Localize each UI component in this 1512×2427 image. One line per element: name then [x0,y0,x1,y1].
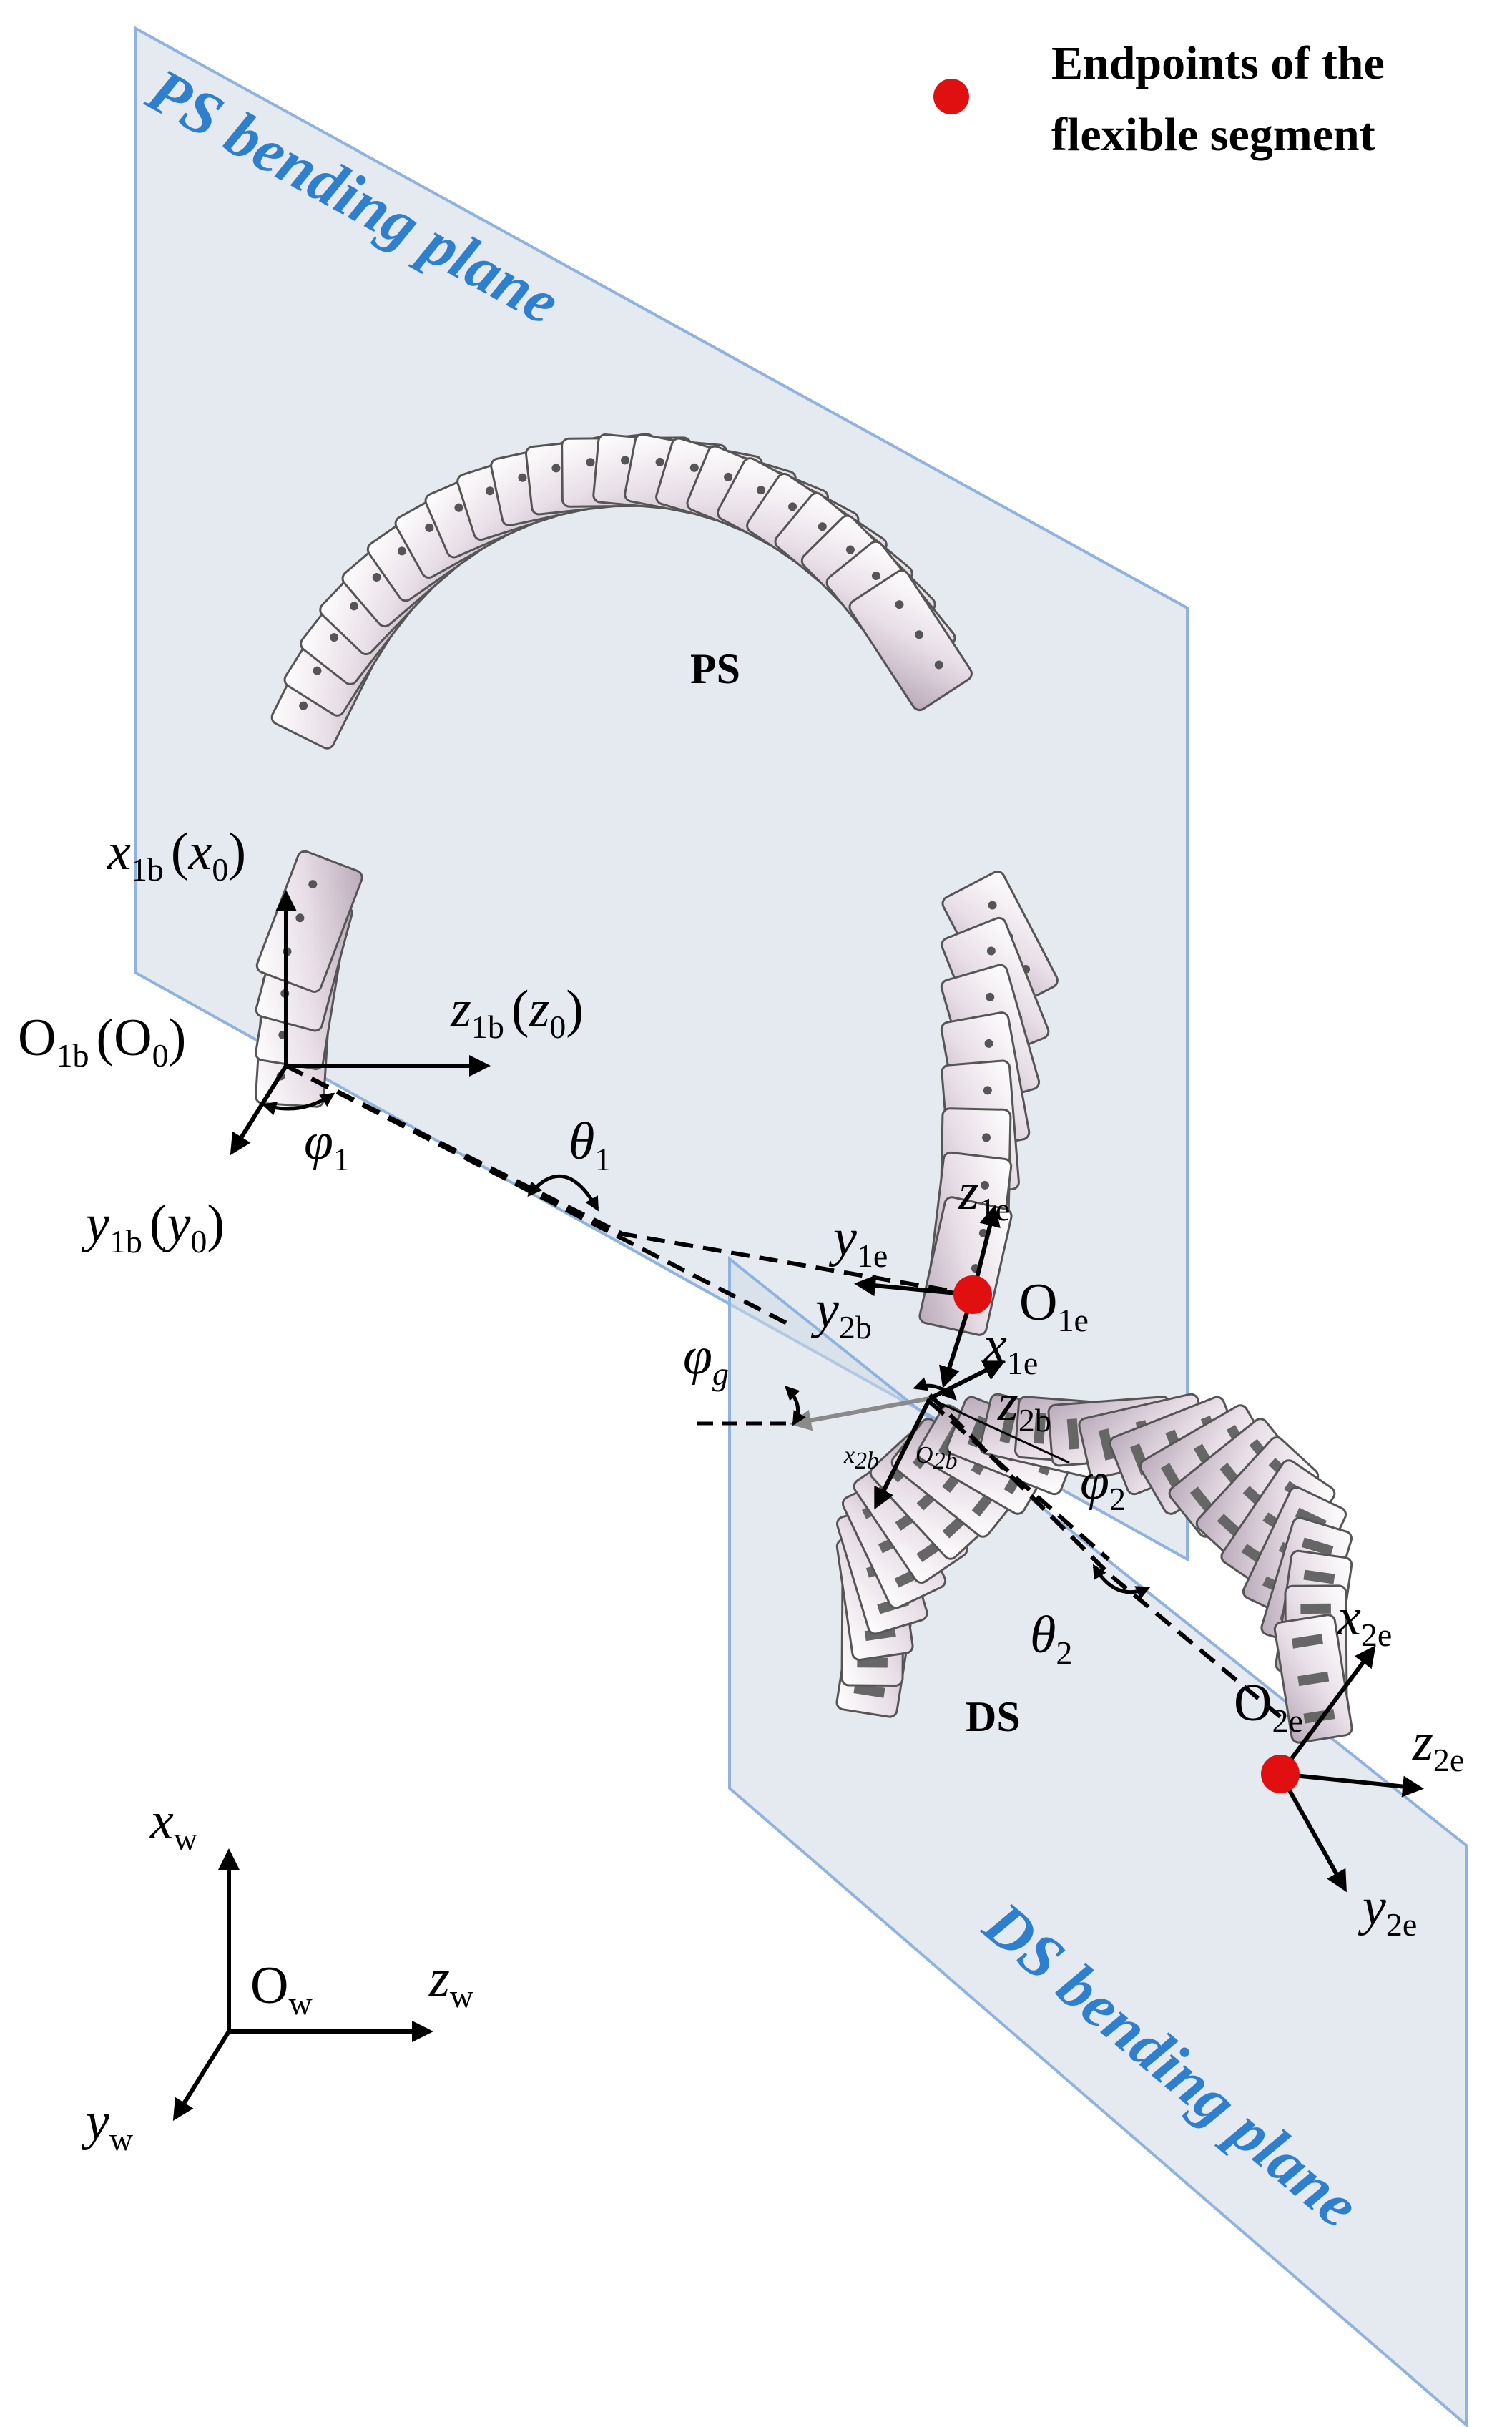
legend-endpoint-marker [933,79,969,114]
label-x1b: x1b(x0) [107,823,246,888]
ds-extension-line [928,1400,1110,1561]
label-ow: Ow [250,1956,313,2021]
x2e-axis [1278,1645,1376,1775]
label-z1b: z1b(z0) [450,980,584,1045]
label-phi2: φ2 [1080,1452,1126,1517]
phi1-arc [262,1092,335,1116]
label-z2b: z2b [997,1373,1051,1438]
ps-flexible-segment [255,433,1059,1336]
label-z1e: z1e [958,1162,1010,1227]
label-o1e: O1e [1019,1273,1089,1338]
y1b-axis [230,1064,288,1156]
label-theta1: θ1 [569,1112,611,1177]
ps-segment-label: PS [690,645,740,692]
theta1-arc [527,1174,599,1212]
ps-bending-plane [134,26,1189,1562]
label-zw: zw [428,1949,474,2014]
ds-segment-label: DS [966,1693,1021,1740]
label-phi1: φ1 [304,1112,350,1177]
legend-line-1: Endpoints of the [1051,37,1385,89]
label-o2b: O2b [915,1442,958,1474]
y2b-axis [790,1396,931,1431]
label-z2e: z2e [1412,1713,1464,1778]
yw-axis [172,2030,231,2122]
legend-line-2: flexible segment [1051,109,1375,161]
label-y2b: y2b [810,1280,872,1345]
label-x2b: x2b [843,1442,879,1474]
label-phig: φg [683,1327,729,1392]
label-y2e: y2e [1358,1878,1417,1943]
label-xw: xw [149,1792,198,1857]
label-yw: yw [81,2092,134,2157]
label-o2e: O2e [1234,1674,1303,1739]
z2e-axis [1280,1772,1424,1798]
label-y1b: y1b(y0) [81,1195,225,1260]
x2b-axis [874,1397,932,1510]
label-theta2: θ2 [1030,1606,1072,1671]
ds-chord-line [928,1393,1282,1719]
o2e-endpoint-marker [1261,1755,1300,1793]
label-x1e: x1e [983,1316,1038,1381]
phig-arc [785,1386,806,1426]
phi2-arc [913,1377,957,1401]
ps-disk [848,569,973,712]
o1e-endpoint-marker [953,1275,992,1314]
phi2-reference-line [929,1397,1070,1464]
ps-base-extension-line [285,1064,795,1329]
theta2-arc [1092,1564,1151,1599]
label-y1e: y1e [828,1209,888,1274]
label-o1b: O1b(O0) [18,1009,186,1074]
label-x2e: x2e [1337,1588,1392,1653]
y2e-axis [1278,1773,1347,1893]
